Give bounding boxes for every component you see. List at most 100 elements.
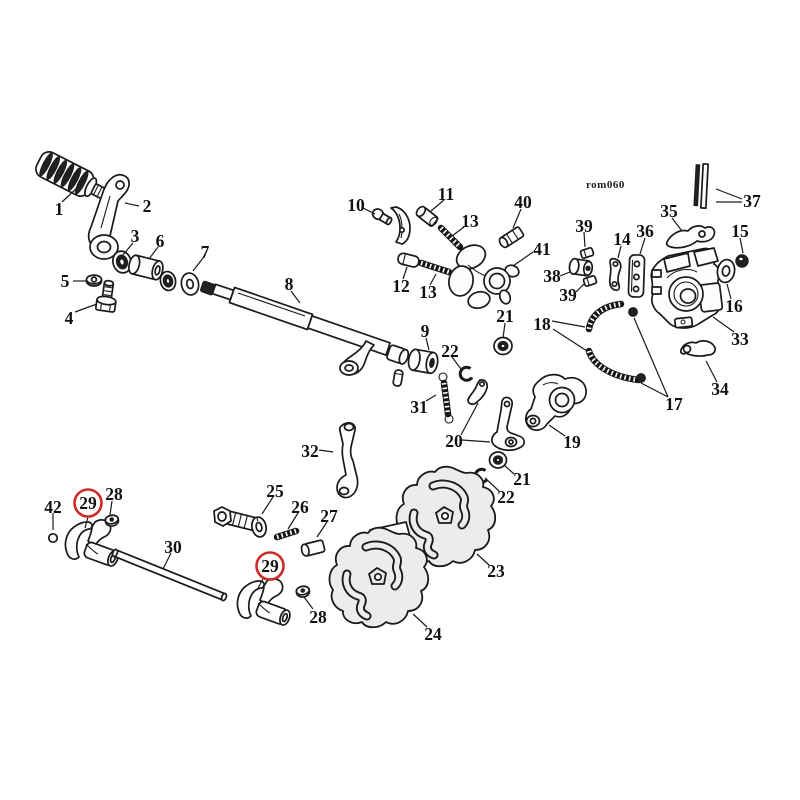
part-label-11: 11	[438, 184, 455, 204]
part-label-21a: 21	[496, 306, 514, 326]
part-label-35: 35	[660, 201, 678, 221]
leader-lines	[52, 186, 744, 628]
part-label-38: 38	[543, 266, 561, 286]
part-label-7: 7	[201, 242, 210, 262]
part-20-levers	[467, 379, 525, 451]
part-label-14: 14	[613, 229, 631, 249]
part-label-37: 37	[743, 191, 761, 211]
part-15-acorn-nut	[735, 254, 749, 268]
part-27-pin	[300, 539, 326, 557]
part-label-28a: 28	[105, 484, 123, 504]
part-label-27: 27	[320, 506, 338, 526]
part-14-lever-plate	[608, 257, 622, 292]
part-label-15: 15	[731, 221, 749, 241]
part-label-32: 32	[301, 441, 319, 461]
part-13-spring-lower	[417, 259, 453, 276]
part-label-20: 20	[445, 431, 463, 451]
part-41-pawl-carrier	[448, 244, 520, 310]
part-26-spring	[273, 527, 300, 541]
part-label-30: 30	[164, 537, 182, 557]
part-34-lever	[679, 340, 717, 357]
part-label-4: 4	[65, 308, 74, 328]
part-label-17: 17	[665, 394, 683, 414]
part-label-34: 34	[711, 379, 729, 399]
part-2-shift-lever	[87, 174, 130, 260]
part-label-42: 42	[44, 497, 62, 517]
part-25-bolt-and-lockplate	[213, 506, 268, 538]
part-16-washer	[716, 258, 736, 284]
part-21-washer-upper	[493, 336, 513, 356]
part-label-9: 9	[421, 321, 430, 341]
part-label-22a: 22	[441, 341, 459, 361]
part-8-shifter-shaft	[200, 280, 410, 376]
part-12-plunger	[397, 252, 420, 268]
part-35-bracket	[665, 225, 716, 249]
part-21-washer-lower	[488, 451, 508, 469]
part-label-29b: 29	[261, 556, 279, 576]
part-label-13b: 13	[419, 282, 437, 302]
part-label-28b: 28	[309, 607, 327, 627]
part-label-25: 25	[266, 481, 284, 501]
part-label-13a: 13	[461, 211, 479, 231]
part-label-21b: 21	[513, 469, 531, 489]
part-17-nuts	[628, 307, 646, 383]
part-42-ring	[47, 532, 59, 544]
part-19-shifter-arm	[525, 373, 587, 431]
part-label-16: 16	[725, 296, 743, 316]
part-13-spring-upper	[437, 224, 464, 251]
part-28-nut-left	[104, 514, 120, 527]
part-label-31: 31	[410, 397, 428, 417]
part-4-bolt	[94, 279, 117, 313]
part-10-screw	[371, 208, 393, 226]
part-37-rods	[693, 163, 709, 210]
part-29-fork-center	[236, 578, 293, 628]
part-label-40: 40	[514, 192, 532, 212]
part-label-2: 2	[143, 196, 152, 216]
bearing-washer	[159, 270, 177, 292]
part-38-fitting	[568, 257, 594, 277]
highlight-circle-29a	[73, 488, 103, 518]
part-label-12: 12	[392, 276, 410, 296]
part-33-cover-housing	[650, 247, 724, 329]
highlight-circle-29b	[255, 551, 285, 581]
watermark-text: rom060	[586, 179, 625, 191]
part-9-bushing	[407, 348, 439, 375]
part-label-39b: 39	[559, 285, 577, 305]
part-6-spacer	[128, 254, 164, 281]
part-label-5: 5	[61, 271, 70, 291]
part-1-shifter-peg	[35, 151, 110, 201]
part-label-1: 1	[55, 199, 64, 219]
part-39-bushing-upper	[579, 247, 595, 259]
part-30-rod	[111, 548, 228, 602]
part-label-24: 24	[424, 624, 442, 644]
part-label-10: 10	[347, 195, 365, 215]
part-label-22b: 22	[497, 487, 515, 507]
part-29-fork-left	[64, 519, 121, 569]
part-label-41: 41	[533, 239, 551, 259]
part-39-bushing-lower	[582, 275, 598, 287]
part-label-6: 6	[156, 231, 165, 251]
part-32-link	[336, 421, 359, 499]
part-5-nut	[85, 274, 103, 287]
part-label-29a: 29	[79, 493, 97, 513]
part-28-nut-center	[295, 585, 311, 598]
part-18-springs	[585, 300, 643, 384]
part-label-23: 23	[487, 561, 505, 581]
part-label-33: 33	[731, 329, 749, 349]
part-7-washer	[180, 272, 200, 296]
part-36-gasket-plate	[627, 254, 646, 298]
part-label-39a: 39	[575, 216, 593, 236]
part-40-pin	[498, 226, 525, 249]
part-label-26: 26	[291, 497, 309, 517]
small-pin	[392, 369, 404, 387]
part-label-3: 3	[131, 226, 140, 246]
part-label-19: 19	[563, 432, 581, 452]
part-24-cam-plate	[330, 521, 429, 627]
part-label-18: 18	[533, 314, 551, 334]
part-label-8: 8	[285, 274, 294, 294]
part-22-ring-upper	[458, 365, 474, 382]
part-31-spring	[438, 372, 454, 424]
